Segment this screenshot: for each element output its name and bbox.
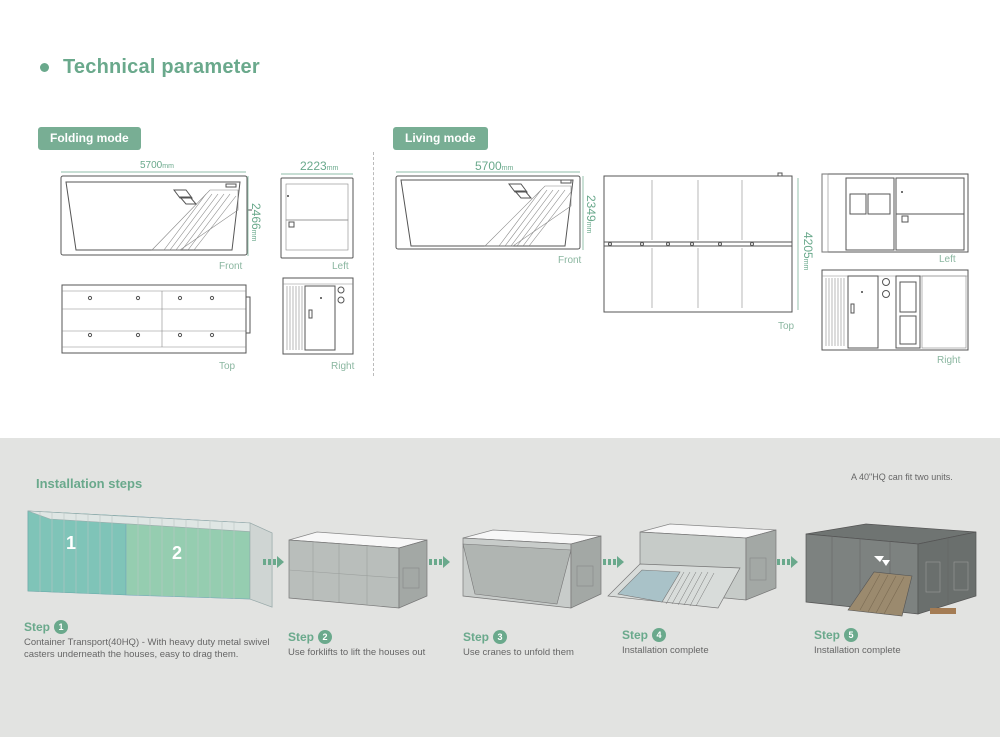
arrow-right-icon: [777, 556, 798, 568]
living-front-view: [395, 171, 581, 250]
complete-house-illustration: [805, 523, 977, 617]
living-right-view: [821, 269, 969, 351]
section-title: Technical parameter: [40, 56, 260, 79]
folding-front-width-dim: 5700mm: [140, 160, 174, 171]
step-number-badge: 3: [493, 630, 508, 644]
step-number-badge: 1: [54, 620, 69, 634]
installation-title: Installation steps: [36, 476, 143, 491]
step-label: Step: [814, 628, 841, 642]
folding-front-label: Front: [219, 261, 243, 272]
step-description: Use forklifts to lift the houses out: [288, 647, 426, 658]
living-front-label: Front: [558, 255, 582, 266]
container-unit-1-label: 1: [66, 533, 76, 553]
opened-house-illustration: [607, 523, 777, 609]
living-height-dim: 2349mm: [584, 195, 598, 234]
folding-front-view: [60, 171, 252, 256]
step-label: Step: [288, 630, 315, 644]
folding-left-width-dim: 2223mm: [300, 159, 339, 173]
container-transport-illustration: 1 2: [27, 510, 273, 608]
installation-note: A 40"HQ can fit two units.: [851, 472, 953, 482]
step-number-badge: 5: [844, 628, 859, 642]
mode-divider: [373, 152, 374, 376]
arrow-right-icon: [603, 556, 624, 568]
living-left-view: [821, 173, 969, 253]
arrow-right-icon: [429, 556, 450, 568]
folding-left-view: [280, 173, 354, 259]
step-number-badge: 2: [318, 630, 333, 644]
living-right-label: Right: [937, 355, 961, 366]
arrow-right-icon: [263, 556, 284, 568]
living-height-line: [582, 176, 584, 250]
folding-top-label: Top: [219, 361, 236, 372]
folding-height-line: [247, 176, 249, 256]
step-label: Step: [463, 630, 490, 644]
container-unit-2-label: 2: [172, 543, 182, 563]
living-depth-dim: 4205mm: [801, 232, 815, 271]
folded-house-illustration: [288, 531, 428, 609]
living-top-view: [603, 172, 799, 313]
bullet-icon: [40, 63, 49, 72]
living-left-label: Left: [939, 254, 956, 265]
step-label: Step: [24, 620, 51, 634]
living-front-width-dim: 5700mm: [475, 159, 514, 173]
page-title: Technical parameter: [63, 56, 260, 78]
living-top-label: Top: [778, 321, 795, 332]
step-description: Installation complete: [814, 645, 901, 656]
folding-mode-tag: Folding mode: [38, 127, 141, 150]
folding-right-label: Right: [331, 361, 355, 372]
step-description: Installation complete: [622, 645, 709, 656]
folding-top-view: [61, 284, 251, 354]
folding-height-dim: 2466mm: [249, 203, 263, 242]
step-description: Use cranes to unfold them: [463, 647, 574, 658]
unfolding-house-illustration: [462, 529, 602, 609]
folding-left-label: Left: [332, 261, 349, 272]
folding-right-view: [282, 277, 354, 355]
step-description: Container Transport(40HQ) - With heavy d…: [24, 637, 270, 660]
step-label: Step: [622, 628, 649, 642]
step-number-badge: 4: [652, 628, 667, 642]
living-mode-tag: Living mode: [393, 127, 488, 150]
